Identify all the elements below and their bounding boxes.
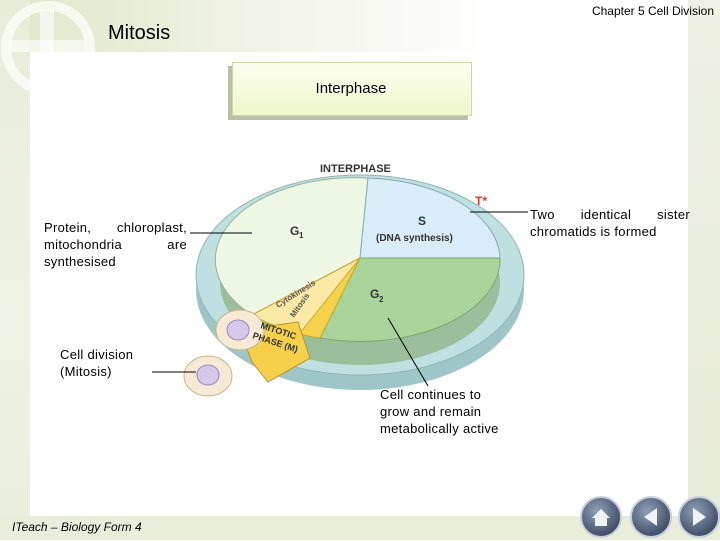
chapter-label: Chapter 5 Cell Division — [591, 4, 714, 18]
footer-label: ITeach – Biology Form 4 — [12, 520, 142, 534]
s-sector — [359, 177, 501, 259]
home-button[interactable] — [580, 496, 622, 538]
interphase-label: Interphase — [315, 80, 387, 97]
forward-arrow-icon — [693, 508, 706, 526]
s-detail-label: (DNA synthesis) — [376, 233, 453, 244]
home-icon — [592, 509, 610, 526]
g2-sub-label: 2 — [379, 295, 384, 304]
g1-sub-label: 1 — [299, 231, 304, 240]
ring-label: INTERPHASE — [320, 163, 391, 175]
note-g2-line2: grow and remain — [380, 404, 482, 419]
note-g2-line1: Cell continues to — [380, 387, 482, 402]
next-button[interactable] — [678, 496, 720, 538]
t-star-label: T* — [475, 194, 487, 208]
page-title: Mitosis — [108, 22, 171, 44]
left-border — [0, 0, 30, 540]
cell-nucleus — [226, 319, 250, 341]
right-border — [688, 0, 720, 540]
watermark-logo — [1, 1, 95, 95]
header-band — [0, 0, 720, 52]
s-label: S — [418, 214, 426, 228]
cell-nucleus — [196, 364, 220, 386]
note-cell-division-line1: Cell division — [60, 347, 134, 362]
g1-label: G — [290, 224, 299, 238]
note-cell-division: Cell division (Mitosis) — [60, 346, 133, 380]
g2-sector — [319, 257, 501, 342]
g2-label: G — [370, 287, 379, 301]
pointer-line-g2 — [387, 317, 429, 387]
note-cell-division-line2: (Mitosis) — [60, 364, 112, 379]
g1-sector — [214, 177, 369, 316]
note-g2: Cell continues to grow and remain metabo… — [380, 386, 499, 437]
note-g2-line3: metabolically active — [380, 421, 499, 436]
interphase-box — [232, 62, 472, 116]
back-arrow-icon — [644, 508, 657, 526]
previous-button[interactable] — [630, 496, 672, 538]
cell-cycle-diagram: INTERPHASE G 1 S (DNA synthesis) G 2 T* … — [183, 163, 525, 397]
note-s: Two identical sister chromatids is forme… — [530, 207, 690, 239]
note-g1: Protein, chloroplast, mitochondria are s… — [44, 220, 187, 269]
